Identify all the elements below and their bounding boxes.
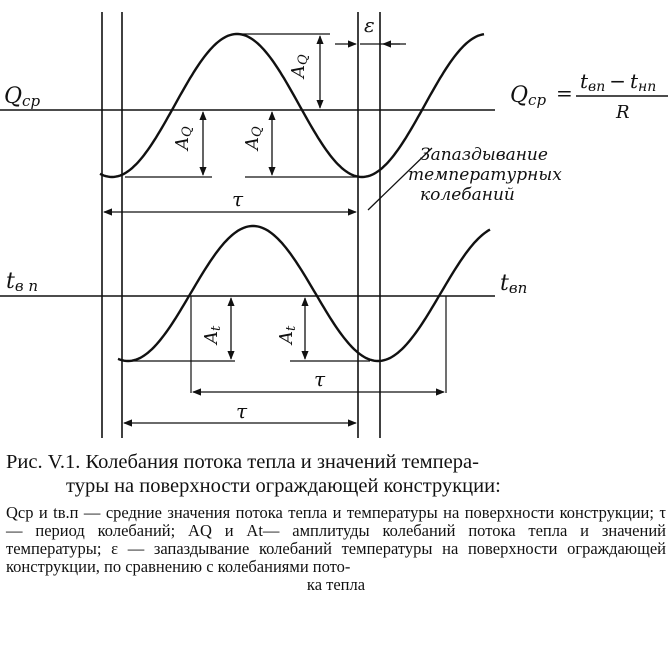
q-mean-label: Qср xyxy=(4,84,40,110)
tau-bottom-label: τ xyxy=(236,399,248,423)
a-q-mid-label: AQ xyxy=(242,126,265,152)
q-amplitude-arrows xyxy=(103,35,433,216)
caption-body-text: Qср и tв.п — средние значения потока теп… xyxy=(6,503,666,576)
epsilon-label: ε xyxy=(364,13,375,37)
svg-text:tвп−tнп: tвп−tнп xyxy=(580,69,656,95)
svg-text:Qср: Qср xyxy=(510,83,546,109)
t-mean-right-label: tвп xyxy=(500,271,527,297)
svg-text:R: R xyxy=(615,102,630,123)
a-t-mid-label: At xyxy=(276,325,299,346)
heat-flow-temperature-diagram: Qср Qср = tвп−tнп R ε AQ AQ AQ Запаздыва… xyxy=(0,12,668,438)
mean-lines xyxy=(0,109,495,297)
figure-caption: Рис. V.1. Колебания потока тепла и значе… xyxy=(6,450,666,594)
q-formula: Qср = tвп−tнп R xyxy=(510,69,668,123)
caption-body-last: ка тепла xyxy=(306,575,366,594)
a-t-left-label: At xyxy=(201,325,224,346)
heat-flow-curve xyxy=(99,32,485,179)
tau-top-label: τ xyxy=(232,187,244,211)
temperature-curve xyxy=(117,224,491,363)
svg-text:колебаний: колебаний xyxy=(420,185,515,205)
vertical-reference-lines xyxy=(101,12,381,438)
q-construction-lines xyxy=(125,33,400,178)
caption-title-line1: Рис. V.1. Колебания потока тепла и значе… xyxy=(6,451,479,473)
caption-title-line2: туры на поверхности ограждающей конструк… xyxy=(66,475,501,497)
t-construction-lines xyxy=(125,296,447,393)
t-mean-left-label: tв п xyxy=(6,269,38,295)
a-q-top-label: AQ xyxy=(288,54,311,80)
svg-text:температурных: температурных xyxy=(408,165,562,185)
t-amplitude-arrows xyxy=(123,297,445,427)
delay-annotation: Запаздывание температурных колебаний xyxy=(408,145,562,205)
svg-text:Запаздывание: Запаздывание xyxy=(420,145,548,165)
a-q-left-label: AQ xyxy=(172,126,195,152)
svg-text:=: = xyxy=(556,81,573,105)
tau-mid-label: τ xyxy=(314,367,326,391)
caption-body: Qср и tв.п — средние значения потока теп… xyxy=(6,504,666,594)
caption-title: Рис. V.1. Колебания потока тепла и значе… xyxy=(6,450,666,498)
